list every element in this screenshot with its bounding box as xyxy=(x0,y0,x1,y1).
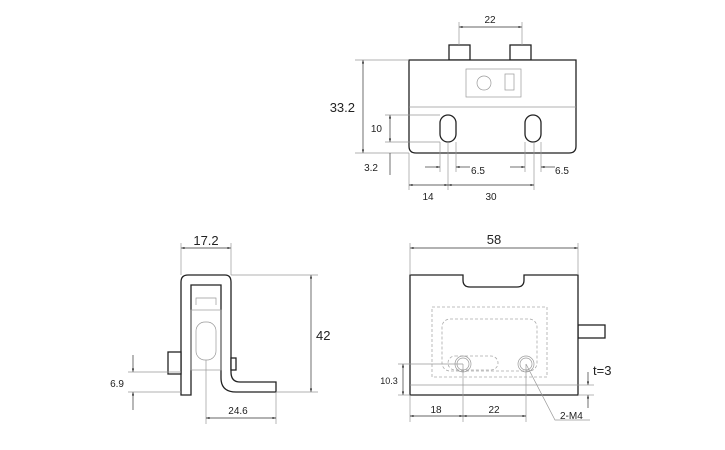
knob-left xyxy=(448,44,471,61)
knob-right xyxy=(509,44,532,61)
dim-slot-length: 10 xyxy=(371,124,383,135)
dim-first-slot: 14 xyxy=(422,192,434,203)
slot-left xyxy=(439,114,457,143)
dim-hole-height: 10.3 xyxy=(380,376,398,386)
dim-knob-height: 6.9 xyxy=(110,379,124,390)
side-tab xyxy=(230,357,237,371)
dim-knob-spacing: 22 xyxy=(484,15,496,26)
bracket xyxy=(180,274,277,396)
hole-note: 2-M4 xyxy=(560,411,583,422)
dim-slot-spacing: 30 xyxy=(485,192,497,203)
dim-foot-length: 24.6 xyxy=(228,406,248,417)
front-body xyxy=(409,274,579,396)
dim-thickness: t=3 xyxy=(593,363,611,378)
cable xyxy=(577,324,606,339)
sensor-window xyxy=(195,321,217,361)
dim-height: 33.2 xyxy=(330,100,355,115)
logo-icon xyxy=(476,75,492,91)
top-view: 22 33.2 10 3.2 6.5 6.5 14 30 xyxy=(330,15,577,203)
side-view: 17.2 42 6.9 24.6 xyxy=(110,233,330,424)
dim-hole-spacing: 22 xyxy=(488,405,500,416)
dim-slot-width-left: 6.5 xyxy=(471,166,485,177)
label-box xyxy=(504,73,515,91)
sensor-head xyxy=(195,297,217,305)
dim-side-height: 42 xyxy=(316,328,330,343)
dim-front-width: 58 xyxy=(487,232,501,247)
dim-slot-width-right: 6.5 xyxy=(555,166,569,177)
side-knob xyxy=(167,351,182,375)
top-body xyxy=(408,59,577,154)
dim-first-hole: 18 xyxy=(430,405,442,416)
logo-label xyxy=(465,68,522,98)
dim-side-width: 17.2 xyxy=(193,233,218,248)
dim-slot-offset: 3.2 xyxy=(364,163,378,174)
slot-right xyxy=(524,114,542,143)
front-view: 58 10.3 t=3 18 22 2-M4 xyxy=(380,232,611,422)
